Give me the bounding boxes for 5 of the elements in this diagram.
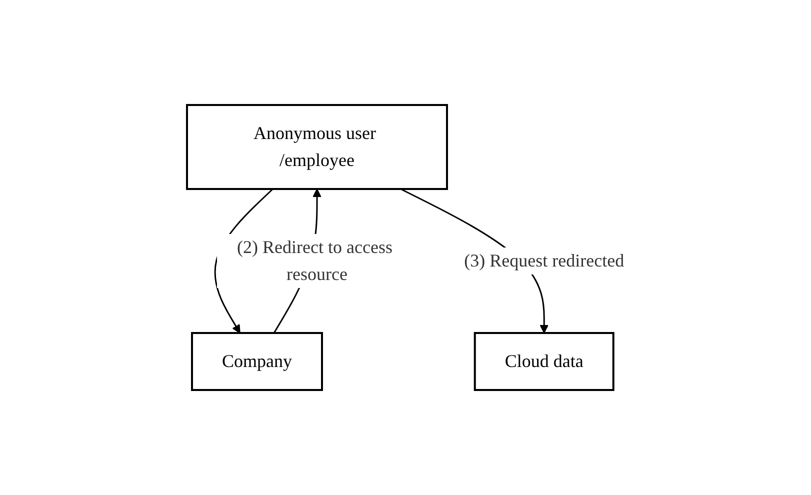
node-box: Cloud data <box>474 332 614 391</box>
edge-label: (2) Redirect to access resource <box>236 237 392 284</box>
edge-label: (3) Request redirected <box>464 250 624 270</box>
node-box: Anonymous user /employee <box>186 104 448 190</box>
node-box: Company <box>190 332 323 391</box>
